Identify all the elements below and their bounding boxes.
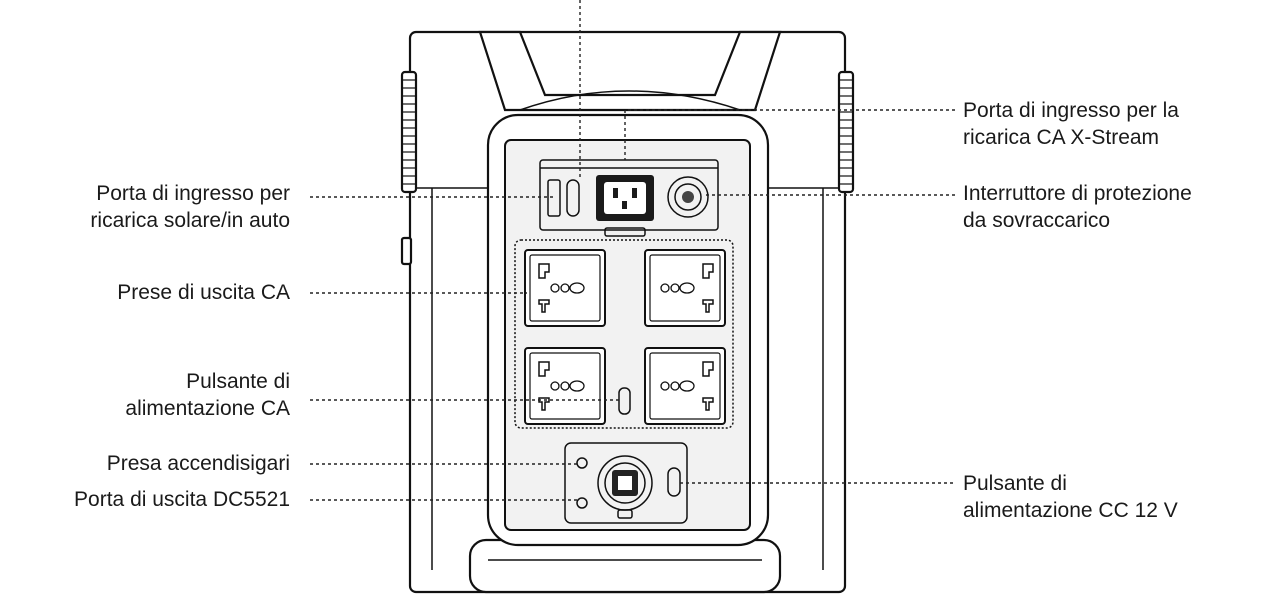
label-overload-protector: Interruttore di protezione da sovraccari… xyxy=(963,182,1192,232)
rear-panel xyxy=(486,113,770,547)
ac-outlet-3 xyxy=(524,347,606,425)
label-ac-outlets: Prese di uscita CA xyxy=(117,281,290,304)
ac-outlet-2 xyxy=(644,249,726,327)
label-car-outlet: Presa accendisigari xyxy=(106,452,290,475)
label-xstream-input: Porta di ingresso per la ricarica CA X-S… xyxy=(963,99,1179,149)
dc-output-area xyxy=(564,442,688,524)
ac-outlet-1 xyxy=(524,249,606,327)
car-outlet xyxy=(597,455,653,519)
label-ac-power-button: Pulsante di alimentazione CA xyxy=(125,370,290,420)
left-grip xyxy=(400,70,418,194)
carry-handle xyxy=(478,30,782,112)
xstream-ac-input-port xyxy=(596,175,654,221)
ac-outlet-area xyxy=(514,239,734,429)
ac-power-button xyxy=(618,387,631,415)
input-strip xyxy=(539,159,719,237)
leader-lines xyxy=(310,0,955,501)
label-solar-input: Porta di ingresso per ricarica solare/in… xyxy=(90,182,290,232)
leader-xstream xyxy=(624,109,955,160)
ac-outlet-4 xyxy=(644,347,726,425)
dc5521-port-top xyxy=(576,457,588,469)
label-dc-power-button: Pulsante di alimentazione CC 12 V xyxy=(963,472,1178,522)
side-button xyxy=(400,236,413,266)
label-dc5521-output: Porta di uscita DC5521 xyxy=(74,488,290,511)
overload-protector-switch xyxy=(667,176,709,218)
solar-input-port xyxy=(547,179,580,217)
right-grip xyxy=(837,70,855,194)
dc-power-button xyxy=(667,467,681,497)
dc5521-port-bottom xyxy=(576,497,588,509)
